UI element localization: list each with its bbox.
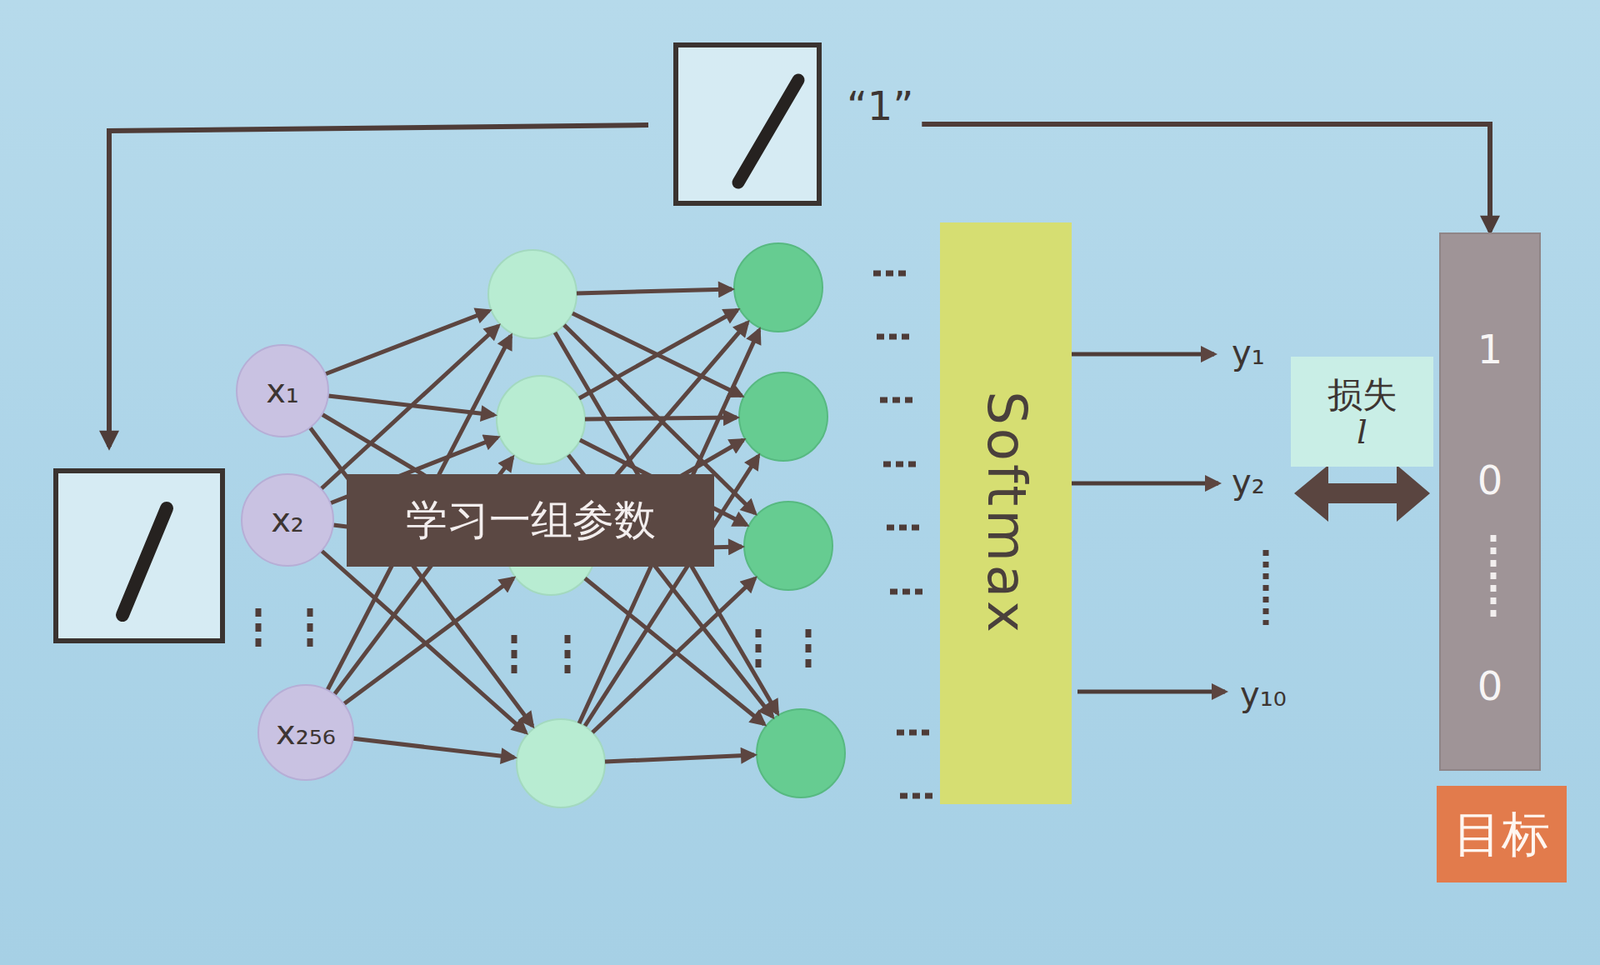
node-text: “1”: [846, 83, 914, 130]
ellipsis-mark: [1490, 535, 1497, 623]
node-text: 1: [1440, 326, 1540, 373]
digit-stroke: [122, 508, 167, 615]
ellipsis-mark: [565, 635, 571, 680]
ellipsis-mark: [876, 334, 914, 340]
image-frame: [675, 45, 820, 204]
node-text: 目标: [1453, 806, 1550, 863]
weight-line: [325, 310, 490, 375]
weight-line: [310, 427, 533, 726]
ellipsis-mark: [890, 589, 927, 595]
weight-line: [585, 417, 737, 420]
caption-box: 学习一组参数: [346, 474, 715, 567]
ellipsis-mark: [900, 793, 937, 800]
input-neuron: x₁: [235, 344, 330, 438]
node-text: 学习一组参数: [405, 496, 656, 545]
ellipsis-mark: [883, 461, 920, 468]
ellipsis-mark: [805, 629, 812, 671]
ellipsis-mark: [886, 525, 924, 531]
ellipsis-mark: [873, 270, 910, 277]
output-arrow: [1069, 481, 1219, 486]
hidden-neuron: [744, 501, 833, 590]
ellipsis-mark: [1263, 550, 1270, 625]
output-label: y₁: [1231, 333, 1265, 372]
ellipsis-mark: [511, 635, 518, 680]
loss-box: 损失l: [1290, 356, 1434, 467]
digit-stroke: [738, 80, 799, 183]
output-arrow: [1077, 690, 1225, 695]
weight-line: [351, 738, 515, 758]
target-label-box: 目标: [1436, 785, 1567, 883]
target-vector: 1 0 0: [1439, 232, 1541, 771]
input-neuron: x₂: [240, 473, 335, 567]
hidden-neuron: [496, 375, 585, 465]
weight-line: [342, 578, 514, 705]
output-label: y₁₀: [1240, 675, 1287, 714]
ellipsis-mark: [755, 629, 762, 671]
connector-arrow: [921, 124, 1490, 232]
output-arrow: [1062, 352, 1215, 357]
hidden-neuron: [756, 709, 845, 798]
weight-line: [605, 755, 755, 762]
digit-image-node: “1”: [673, 42, 919, 206]
ellipsis-mark: [255, 608, 262, 650]
node-text: 0: [1440, 457, 1540, 504]
output-label: y₂: [1231, 462, 1265, 501]
ellipsis-mark: [896, 730, 934, 736]
loss-double-arrow: [1294, 465, 1430, 522]
node-text: 损失: [1327, 375, 1398, 415]
digit-image: [55, 470, 223, 641]
node-text: x₂: [270, 500, 305, 540]
ellipsis-mark: [880, 397, 917, 404]
input-neuron: x₂₅₆: [257, 684, 355, 781]
ellipsis-mark: [307, 608, 314, 650]
digit-image: [673, 42, 822, 206]
node-text: x₁: [265, 371, 300, 410]
hidden-neuron: [488, 250, 577, 339]
node-text: Softmax: [975, 390, 1037, 636]
weight-line: [576, 289, 732, 294]
node-text: l: [1356, 415, 1368, 449]
hidden-neuron: [516, 719, 605, 808]
weight-line: [579, 310, 738, 399]
node-text: x₂₅₆: [275, 713, 336, 752]
hidden-neuron: [739, 372, 828, 461]
softmax-band: Softmax: [940, 222, 1072, 805]
weight-line: [592, 578, 755, 733]
node-text: 0: [1440, 663, 1540, 710]
hidden-neuron: [734, 243, 823, 332]
